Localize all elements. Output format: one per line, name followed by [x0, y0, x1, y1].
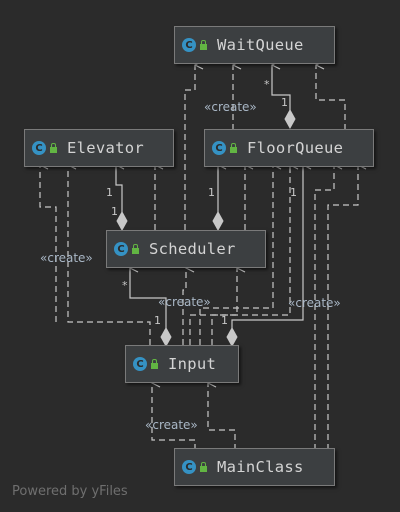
- edge-floorqueue-waitqueue-assoc: [272, 65, 291, 110]
- edge-scheduler-waitqueue: [184, 65, 195, 230]
- class-node-mainclass[interactable]: C MainClass: [174, 448, 335, 486]
- diamond-input-floorqueue: [226, 326, 238, 348]
- lock-icon: [200, 462, 207, 472]
- edge-input-elevator-2: [68, 165, 151, 345]
- class-name: Input: [168, 355, 217, 373]
- class-name: FloorQueue: [247, 139, 344, 157]
- create-label-mainclass-input: «create»: [145, 418, 198, 432]
- lock-icon: [50, 143, 57, 153]
- edge-mainclass-input-2: [208, 383, 236, 450]
- multiplicity-scheduler-star: *: [122, 279, 128, 292]
- edge-input-elevator: [40, 165, 57, 322]
- multiplicity-input-one-b: 1: [221, 314, 228, 327]
- class-icon: C: [182, 460, 196, 474]
- lock-icon: [151, 359, 158, 369]
- multiplicity-elevator-one-a: 1: [106, 186, 113, 199]
- class-icon: C: [212, 141, 226, 155]
- lock-icon: [200, 40, 207, 50]
- edge-mainclass-floorqueue: [314, 165, 334, 450]
- multiplicity-elevator-one-b: 1: [111, 205, 118, 218]
- class-name: MainClass: [217, 458, 304, 476]
- create-label-input-floorqueue: «create»: [288, 296, 341, 310]
- edge-mainclass-floorqueue-2: [327, 165, 358, 450]
- class-name: Elevator: [67, 139, 145, 157]
- class-node-waitqueue[interactable]: C WaitQueue: [174, 26, 335, 64]
- diamond-scheduler-floorqueue: [212, 210, 224, 232]
- multiplicity-waitqueue-star: *: [264, 78, 270, 91]
- edge-input-scheduler-2: [189, 268, 237, 345]
- class-name: WaitQueue: [217, 36, 304, 54]
- class-node-elevator[interactable]: C Elevator: [24, 129, 174, 167]
- create-label-input-scheduler: «create»: [158, 295, 211, 309]
- edge-input-scheduler-assoc: [130, 268, 167, 328]
- class-name: Scheduler: [149, 240, 236, 258]
- edge-mainclass-input-create: [152, 383, 196, 450]
- edge-mainclass-waitqueue: [316, 65, 346, 130]
- class-node-scheduler[interactable]: C Scheduler: [106, 230, 266, 268]
- class-icon: C: [114, 242, 128, 256]
- class-node-input[interactable]: C Input: [125, 345, 239, 383]
- multiplicity-floorqueue-one-b: 1: [290, 186, 297, 199]
- edge-scheduler-elevator-assoc: [116, 165, 122, 212]
- multiplicity-input-one-a: 1: [154, 314, 161, 327]
- diamond-scheduler-elevator: [116, 210, 128, 232]
- lock-icon: [132, 244, 139, 254]
- create-label-floorqueue-waitqueue: «create»: [204, 100, 257, 114]
- multiplicity-floorqueue-one-a: 1: [208, 186, 215, 199]
- class-icon: C: [182, 38, 196, 52]
- create-label-scheduler-elevator: «create»: [40, 251, 93, 265]
- class-icon: C: [32, 141, 46, 155]
- edge-input-floorqueue-assoc: [231, 165, 303, 328]
- footer-credit: Powered by yFiles: [12, 484, 128, 499]
- class-icon: C: [133, 357, 147, 371]
- diamond-floorqueue-waitqueue: [284, 108, 296, 130]
- edge-input-floorqueue-2: [211, 165, 290, 345]
- multiplicity-waitqueue-one: 1: [281, 96, 288, 109]
- diamond-input-scheduler: [160, 326, 172, 348]
- lock-icon: [230, 143, 237, 153]
- class-node-floorqueue[interactable]: C FloorQueue: [204, 129, 374, 167]
